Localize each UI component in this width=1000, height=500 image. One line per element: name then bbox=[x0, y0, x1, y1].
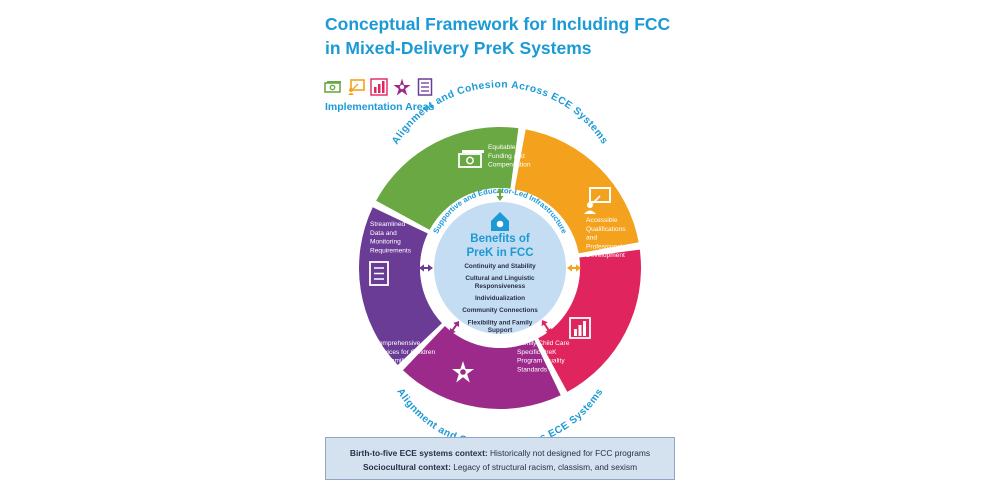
context-box: Birth-to-five ECE systems context: Histo… bbox=[325, 437, 675, 480]
context-line-1: Birth-to-five ECE systems context: Histo… bbox=[326, 446, 674, 460]
context-line-1-text: Historically not designed for FCC progra… bbox=[487, 448, 651, 458]
arrow-services-icon bbox=[449, 321, 460, 334]
arrow-funding-icon bbox=[496, 188, 504, 201]
context-line-2-text: Legacy of structural racism, classism, a… bbox=[450, 462, 638, 472]
teaching-board-icon bbox=[584, 187, 611, 214]
benefits-title-line-2: PreK in FCC bbox=[466, 247, 533, 259]
checklist-icon bbox=[369, 261, 389, 286]
context-line-1-label: Birth-to-five ECE systems context: bbox=[349, 448, 488, 458]
benefit-item: Individualization bbox=[475, 295, 525, 302]
context-line-2: Sociocultural context: Legacy of structu… bbox=[326, 460, 674, 474]
teaching-board-icon bbox=[348, 79, 365, 95]
people-star-icon bbox=[393, 78, 411, 96]
page-title: Conceptual Framework for Including FCC i… bbox=[325, 12, 845, 60]
segment-services bbox=[402, 326, 561, 409]
title-line-2: in Mixed-Delivery PreK Systems bbox=[325, 38, 592, 58]
implementation-areas-label: Implementation Areas bbox=[325, 101, 435, 113]
segment-data bbox=[359, 207, 442, 366]
house-icon bbox=[491, 212, 509, 231]
money-icon bbox=[458, 150, 484, 168]
implementation-icons-row bbox=[324, 78, 434, 96]
people-star-icon bbox=[452, 361, 474, 383]
arrow-qualifications-icon bbox=[567, 264, 581, 272]
title-line-1: Conceptual Framework for Including FCC bbox=[325, 14, 671, 34]
checklist-icon bbox=[417, 78, 433, 96]
segment-qualifications bbox=[514, 129, 639, 254]
context-line-2-label: Sociocultural context: bbox=[362, 462, 451, 472]
money-icon bbox=[324, 81, 341, 93]
bar-chart-icon bbox=[370, 78, 388, 96]
arrow-standards-icon bbox=[541, 320, 552, 334]
bar-chart-icon bbox=[569, 317, 591, 339]
arrow-data-icon bbox=[419, 264, 433, 272]
benefits-title-line-1: Benefits of bbox=[470, 233, 530, 245]
benefit-item: Community Connections bbox=[462, 307, 538, 314]
benefit-item: Continuity and Stability bbox=[464, 263, 536, 270]
benefits-center-circle bbox=[434, 202, 566, 334]
